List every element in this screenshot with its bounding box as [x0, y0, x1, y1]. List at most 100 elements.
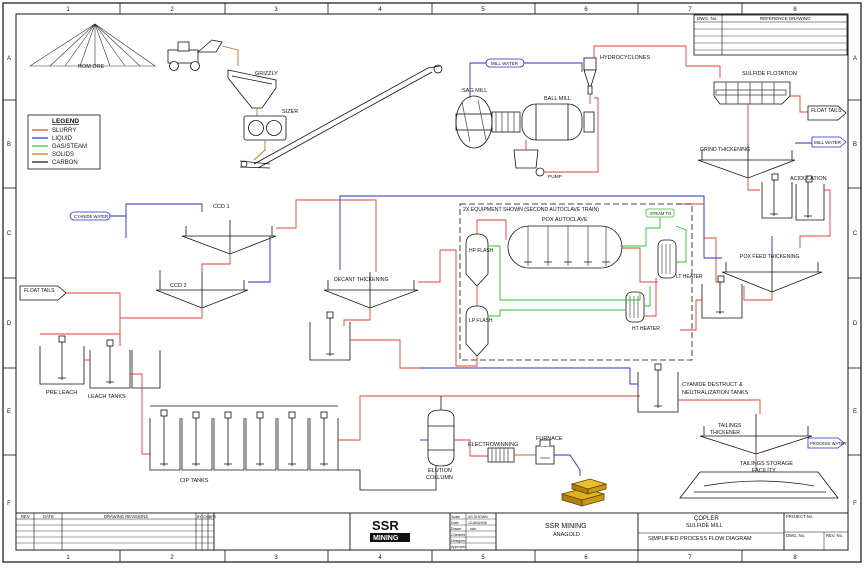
drawing-title: SIMPLIFIED PROCESS FLOW DIAGRAM — [648, 536, 752, 542]
elution-column-icon — [427, 402, 455, 467]
svg-text:Checked: Checked — [451, 533, 465, 537]
gold-bars-icon — [560, 478, 608, 507]
slurry-line — [790, 95, 808, 113]
pox-feed-thickener-icon — [721, 256, 823, 293]
col-label: 7 — [688, 7, 692, 13]
pox-feed-tank-icon — [701, 275, 743, 319]
liquid-line — [420, 367, 638, 385]
slurry-line — [525, 97, 599, 173]
lt-heater-label: LT HEATER — [676, 274, 703, 280]
row-label: B — [7, 142, 11, 148]
project-name: ÇOPLER — [694, 516, 719, 522]
company-logo: SSR — [372, 518, 399, 533]
row-label: D — [7, 321, 12, 327]
sizer-icon — [243, 115, 287, 141]
slurry-line — [340, 199, 377, 272]
svg-text:Designed: Designed — [451, 539, 466, 543]
col-label: 8 — [793, 7, 797, 13]
gas-line — [488, 309, 626, 317]
svg-text:Drawn: Drawn — [451, 527, 461, 531]
legend-label-slurry: SLURRY — [52, 128, 76, 134]
liquid-line — [248, 236, 271, 283]
grid-labels: 1 2 3 4 5 6 7 8 1 2 3 4 5 6 7 8 A B C D … — [7, 7, 858, 561]
elution-label-2: COLLUMN — [426, 475, 453, 481]
row-label: C — [7, 231, 12, 237]
acidulation-label: ACIDULATION — [790, 176, 827, 182]
svg-text:FLOAT TAILS: FLOAT TAILS — [24, 288, 55, 294]
mill-discharge-sump-icon — [513, 149, 545, 177]
svg-text:STEAM TO: STEAM TO — [650, 211, 672, 216]
lp-flash-label: LP FLASH — [469, 318, 493, 324]
mill-water-tag: MILL WATER — [485, 58, 525, 68]
legend-title: LEGEND — [52, 118, 79, 125]
ball-mill-label: BALL MILL — [544, 96, 571, 102]
grind-thickener-icon — [697, 144, 796, 179]
grid-ticks — [3, 3, 861, 562]
col-label: 8 — [793, 555, 797, 561]
col-label: 1 — [66, 555, 70, 561]
tailings-storage-label-2: FACILITY — [752, 468, 776, 474]
conveyor-icon — [239, 64, 443, 169]
project-subtitle: SULFIDE MILL — [686, 523, 723, 529]
svg-text:APD: APD — [209, 515, 217, 519]
row-label: F — [7, 501, 11, 507]
slurry-line — [440, 249, 478, 367]
sizer-label: SIZER — [282, 109, 298, 115]
row-label: A — [853, 56, 857, 62]
svg-text:PROCESS WATER: PROCESS WATER — [810, 441, 846, 446]
svg-text:PROJECT No.: PROJECT No. — [786, 514, 813, 519]
tailings-storage-facility-icon — [679, 471, 839, 499]
svg-text:Scale: Scale — [451, 515, 460, 519]
rom-ore-pile-icon — [28, 23, 156, 67]
slurry-line — [66, 292, 121, 318]
slurry-line — [799, 189, 831, 248]
slurry-line — [40, 333, 121, 361]
carbon-line — [338, 466, 437, 491]
svg-text:Approved: Approved — [451, 545, 466, 549]
tailings-thickener-icon — [699, 414, 813, 455]
decant-thickening-label: DECANT THICKENING — [334, 277, 389, 283]
col-label: 5 — [481, 7, 485, 13]
hp-flash-vessel-icon — [465, 233, 489, 287]
svg-text:BY: BY — [197, 515, 202, 519]
float-tails-left-tag: FLOAT TAILS — [19, 285, 67, 301]
col-label: 6 — [584, 555, 588, 561]
svg-text:Date: Date — [451, 521, 459, 525]
col-label: 4 — [378, 7, 382, 13]
slurry-line — [476, 219, 507, 240]
ht-heater-label: HT HEATER — [632, 326, 660, 332]
electrowinning-label: ELECTROWINNING — [468, 442, 518, 448]
furnace-label: FURNACE — [536, 436, 563, 442]
slurry-line — [676, 203, 773, 301]
svg-text:REFERENCE DRAWING: REFERENCE DRAWING — [760, 16, 811, 21]
liquid-line — [339, 195, 722, 270]
hydrocyclone-icon — [583, 57, 597, 95]
cyanide-destruct-tanks-icon — [637, 363, 679, 413]
svg-text:MILL WATER: MILL WATER — [814, 140, 842, 145]
ccd2-thickener-icon — [155, 272, 249, 309]
svg-text:CHD: CHD — [203, 515, 211, 519]
tailings-thickener-label-2: THICKENER — [710, 430, 740, 436]
company-name: SSR MINING — [545, 523, 587, 530]
ht-heater-icon — [625, 291, 645, 323]
electrowinning-cell-icon — [487, 447, 515, 463]
gas-line — [675, 225, 687, 263]
sag-mill-icon — [455, 95, 521, 149]
elution-label-1: ELUTION — [428, 468, 452, 474]
slurry-line — [622, 247, 658, 283]
col-label: 3 — [274, 555, 278, 561]
liquid-line — [24, 230, 70, 340]
liquid-line — [524, 62, 583, 72]
row-label: C — [853, 231, 858, 237]
slurry-line — [130, 373, 150, 455]
col-label: 2 — [170, 555, 174, 561]
mill-water-tag-2: MILL WATER — [811, 136, 847, 148]
svg-text:DWG. No.: DWG. No. — [697, 16, 718, 21]
company-logo-band — [370, 533, 410, 542]
slurry-line — [338, 395, 640, 441]
pre-leach-tank-icon — [39, 335, 85, 385]
solids-line — [253, 140, 266, 161]
pox-feed-thickening-label: POX FEED THICKENING — [740, 254, 800, 260]
title-block: REV DATE DRAWING REVISIONS BY CHD APD SS… — [15, 512, 849, 551]
